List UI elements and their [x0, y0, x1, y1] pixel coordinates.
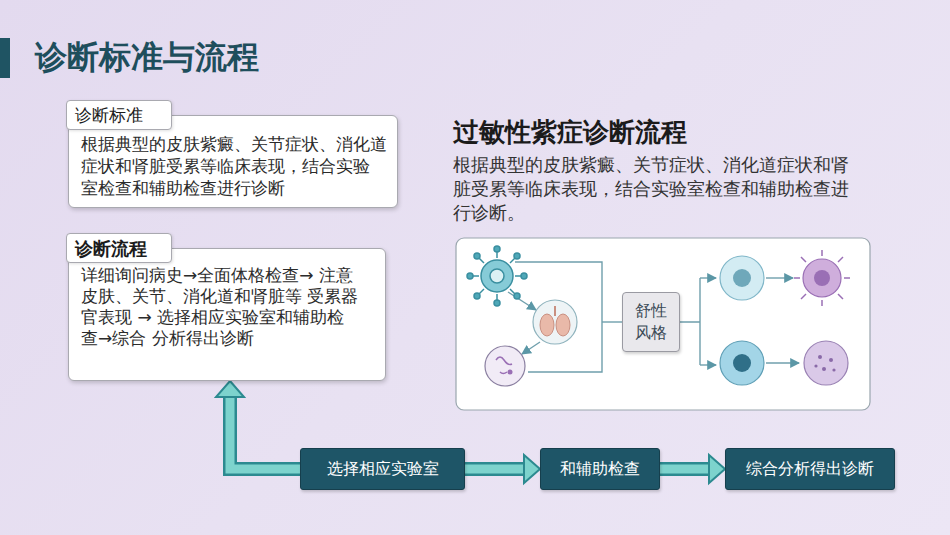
- infected-cell: [485, 346, 525, 386]
- title-bar: [0, 38, 10, 78]
- section-body: 根据典型的皮肤紫癜、关节症状、消化道症状和肾 脏受累等临床表现，结合实验室检查和…: [453, 153, 857, 225]
- criteria-box: 根据典型的皮肤紫癜、关节症状、消化道 症状和肾脏受累等临床表现，结合实验 室检查…: [68, 100, 398, 208]
- arrow-outline: [465, 462, 525, 476]
- step-box: 选择相应实验室: [300, 448, 465, 490]
- virus-cell: [467, 246, 527, 306]
- slide-title: 诊断标准与流程: [35, 36, 259, 80]
- style-label: 舒性 风格: [631, 300, 671, 344]
- box-heading: 诊断流程: [66, 233, 172, 263]
- arrow-body: [465, 465, 525, 474]
- step-box: 综合分析得出诊断: [725, 448, 895, 490]
- box-body: 详细询问病史→全面体格检查→ 注意皮肤、关节、消化道和肾脏等 受累器官表现 → …: [81, 265, 359, 349]
- box-heading: 诊断标准: [66, 100, 172, 130]
- process-box: 详细询问病史→全面体格检查→ 注意皮肤、关节、消化道和肾脏等 受累器官表现 → …: [68, 233, 386, 381]
- flow-arrow: [465, 455, 540, 483]
- step-label: 和辅助检查: [560, 459, 640, 479]
- section-heading: 过敏性紫症诊断流程: [453, 116, 873, 148]
- arrow-body: [660, 465, 710, 474]
- lungs-icon: [533, 300, 577, 344]
- arrow-head: [709, 455, 725, 483]
- box-frame: 详细询问病史→全面体格检查→ 注意皮肤、关节、消化道和肾脏等 受累器官表现 → …: [68, 248, 386, 381]
- arrow-outline: [660, 462, 710, 476]
- arrow-body: [230, 396, 300, 469]
- style-box: 舒性 风格: [622, 292, 680, 352]
- arrow-head: [524, 455, 540, 483]
- illustration-panel: [456, 238, 870, 410]
- step-label: 综合分析得出诊断: [746, 459, 874, 479]
- arrow-outline: [230, 396, 300, 469]
- flow-arrow: [216, 381, 300, 469]
- blood-cells: [720, 250, 850, 385]
- arrow-head: [216, 381, 244, 397]
- step-label: 选择相应实验室: [327, 459, 439, 479]
- box-body: 根据典型的皮肤紫癜、关节症状、消化道 症状和肾脏受累等临床表现，结合实验 室检查…: [81, 133, 389, 199]
- step-box: 和辅助检查: [540, 448, 660, 490]
- flow-arrow: [660, 455, 725, 483]
